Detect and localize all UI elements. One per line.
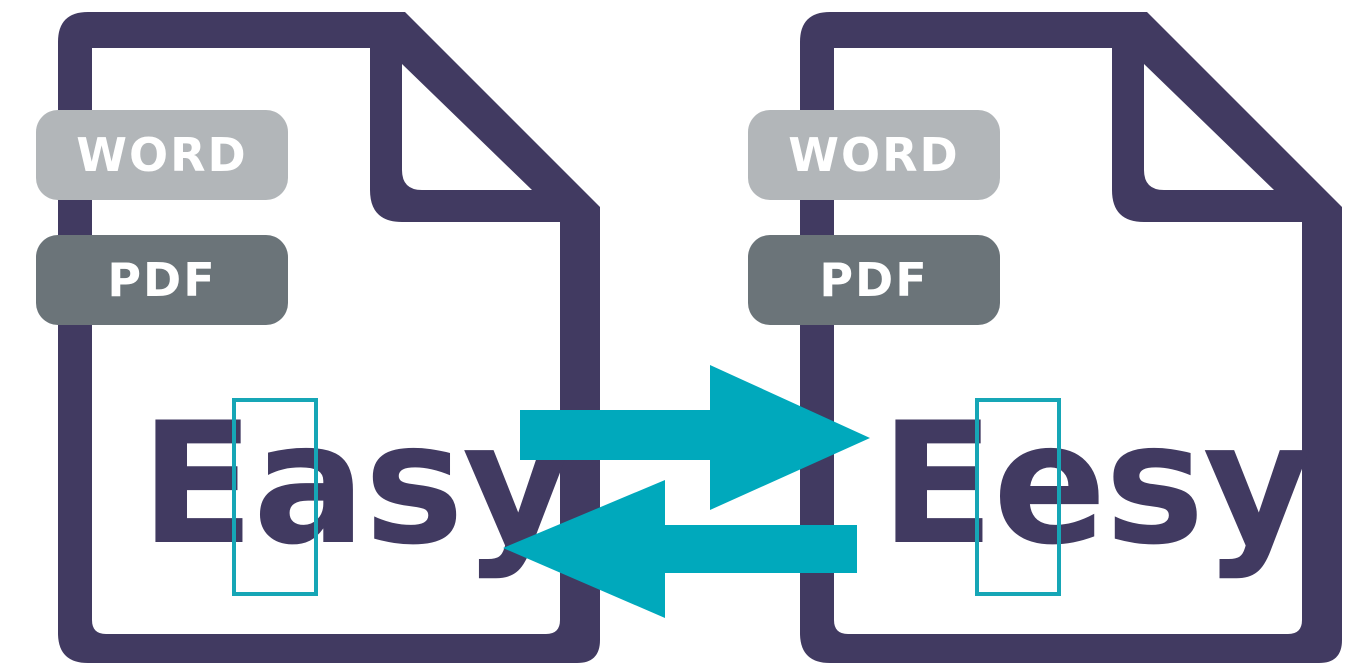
right-word-tag: WORD [748,110,1000,200]
swap-arrows-icon [503,365,870,618]
right-document-word: Eesy [880,386,1312,582]
left-letter-highlight [232,398,318,596]
left-word-tag-label: WORD [76,128,248,182]
right-pdf-tag: PDF [748,235,1000,325]
right-word-tag-label: WORD [788,128,960,182]
left-document-word: Easy [140,386,572,582]
right-letter-highlight [975,398,1061,596]
right-pdf-tag-label: PDF [819,253,929,307]
left-pdf-tag: PDF [36,235,288,325]
left-arrow [503,480,857,618]
left-pdf-tag-label: PDF [107,253,217,307]
left-word-tag: WORD [36,110,288,200]
right-arrow [520,365,870,510]
